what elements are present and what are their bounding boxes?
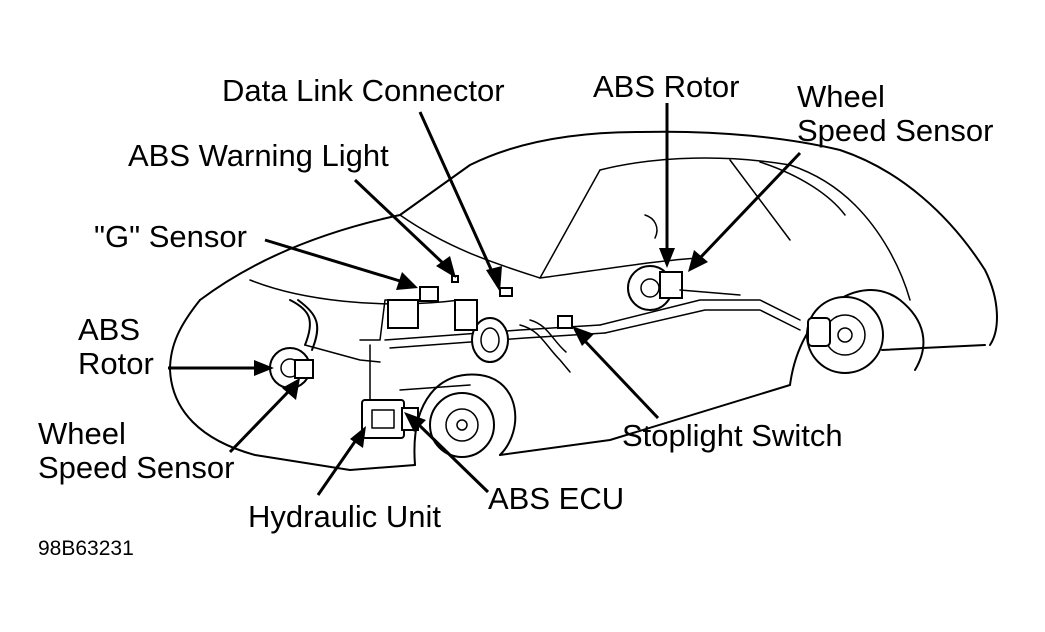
front-wheel bbox=[413, 373, 517, 466]
label-abs-rotor-rear: ABS Rotor bbox=[593, 69, 740, 104]
label-data-link-connector: Data Link Connector bbox=[222, 73, 505, 108]
rear-wheel bbox=[789, 289, 925, 386]
label-hydraulic-unit: Hydraulic Unit bbox=[248, 499, 441, 534]
front-left-hub bbox=[269, 299, 319, 389]
label-wheel-speed-sensor-rear-line1: Wheel bbox=[797, 79, 885, 114]
figure-id: 98B63231 bbox=[38, 537, 134, 560]
label-abs-rotor-front-line2: Rotor bbox=[78, 346, 154, 381]
car-body bbox=[169, 130, 998, 471]
leader-lines bbox=[168, 103, 802, 496]
label-stoplight-switch: Stoplight Switch bbox=[622, 418, 843, 453]
label-g-sensor: "G" Sensor bbox=[94, 219, 247, 254]
brake-lines bbox=[304, 289, 801, 411]
label-wheel-speed-sensor-rear-line2: Speed Sensor bbox=[797, 113, 994, 148]
brake-booster bbox=[387, 299, 571, 373]
label-abs-rotor-front-line1: ABS bbox=[78, 312, 141, 347]
label-abs-warning-light: ABS Warning Light bbox=[128, 138, 389, 173]
label-wheel-speed-sensor-front-line1: Wheel bbox=[38, 416, 126, 451]
rear-hub bbox=[627, 214, 683, 311]
label-abs-ecu: ABS ECU bbox=[488, 481, 625, 516]
small-parts bbox=[419, 275, 573, 329]
label-wheel-speed-sensor-front-line2: Speed Sensor bbox=[38, 450, 235, 485]
hydraulic-unit bbox=[361, 399, 419, 439]
